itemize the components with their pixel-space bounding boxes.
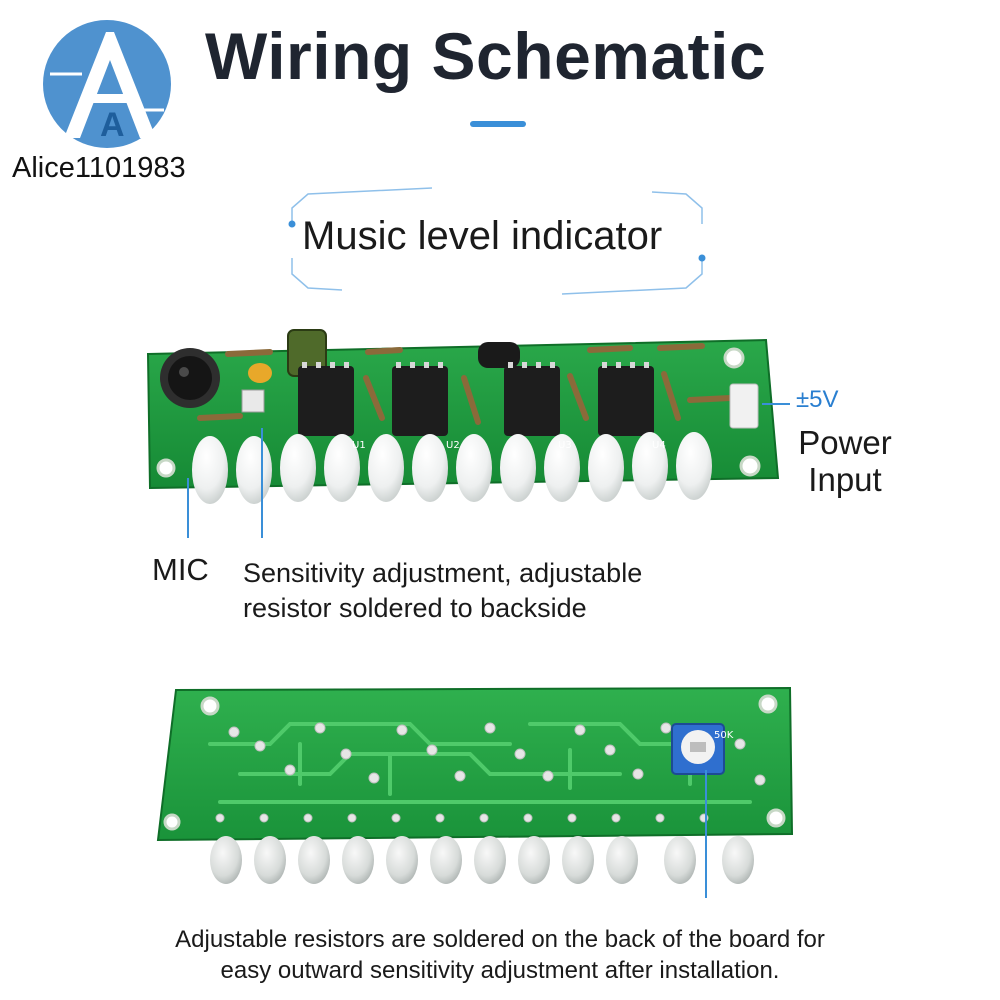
chip-u1	[298, 366, 354, 436]
pcb-back-view: 50K	[156, 686, 794, 898]
pot-value-label: 50K	[714, 730, 734, 741]
brand-name: Alice1101983	[12, 152, 186, 184]
mount-hole	[156, 458, 176, 478]
power-connector	[729, 383, 759, 429]
voltage-label: ±5V	[796, 386, 839, 413]
chip-label-u1: U1	[352, 440, 366, 451]
power-input-label: Power Input	[798, 424, 892, 498]
subtitle-frame	[288, 187, 706, 295]
led-row-back	[210, 836, 754, 884]
trim-potentiometer: 50K	[671, 723, 734, 775]
bottom-caption: Adjustable resistors are soldered on the…	[175, 926, 825, 984]
mount-hole	[739, 455, 761, 477]
trim-pad	[241, 389, 265, 413]
pcb-front-view: U1 U2 U3 U4	[146, 329, 790, 538]
chip-u3	[504, 366, 560, 436]
chip-label-u2: U2	[446, 440, 460, 451]
title-underline	[470, 121, 526, 127]
ceramic-capacitor	[248, 363, 272, 383]
chip-label-u3: U3	[558, 440, 572, 451]
mount-hole	[723, 347, 745, 369]
solder-pads	[215, 722, 766, 823]
film-capacitor	[478, 342, 520, 368]
chip-label-u4: U4	[652, 440, 666, 451]
subtitle: Music level indicator	[302, 214, 663, 258]
sensitivity-label: Sensitivity adjustment, adjustable resis…	[243, 558, 643, 623]
logo-letter: A	[100, 106, 125, 144]
mic-label: MIC	[152, 552, 209, 587]
led-row	[192, 432, 712, 504]
chip-u2	[392, 366, 448, 436]
chip-u4	[598, 366, 654, 436]
page-title: Wiring Schematic	[205, 19, 767, 93]
brand-logo: A	[43, 20, 171, 148]
plus-minus-icon: ±	[796, 386, 810, 413]
